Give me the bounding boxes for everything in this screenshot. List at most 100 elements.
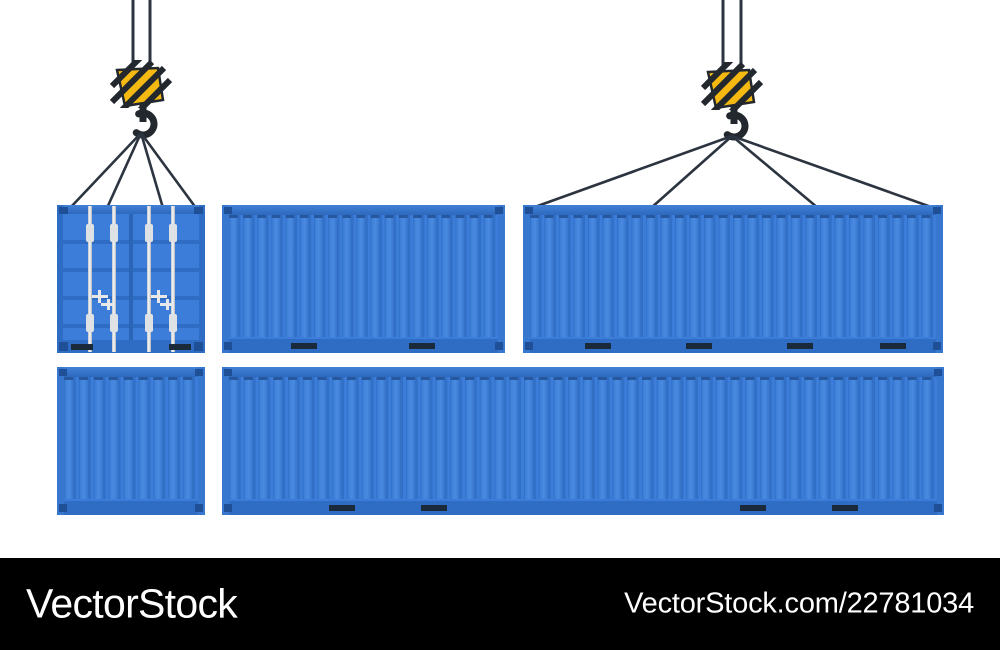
rib-groove xyxy=(799,215,803,337)
rib-face xyxy=(455,215,465,337)
rib-top-shadow xyxy=(878,377,888,380)
rib-top-shadow xyxy=(774,377,784,380)
rib-top-shadow xyxy=(791,215,800,218)
rib-groove xyxy=(192,377,196,499)
rib-groove xyxy=(636,377,640,499)
rib-face xyxy=(597,377,607,499)
rib-groove xyxy=(553,215,557,337)
rib-top-shadow xyxy=(656,377,666,380)
rib-groove xyxy=(280,215,283,337)
rib-groove xyxy=(813,377,817,499)
rib-top-shadow xyxy=(760,377,770,380)
container-right-post xyxy=(199,205,205,353)
rib-face xyxy=(791,215,800,337)
rib-face xyxy=(878,377,888,499)
rib-face xyxy=(342,215,352,337)
container-right-post xyxy=(937,367,944,515)
rib-groove xyxy=(533,377,536,499)
rib-face xyxy=(347,377,357,499)
rib-face xyxy=(921,215,931,337)
rib-groove xyxy=(596,215,600,337)
rib-top-shadow xyxy=(597,377,607,380)
rib-face xyxy=(229,215,238,337)
rib-groove xyxy=(724,377,728,499)
rib-top-shadow xyxy=(427,215,436,218)
rib-top-shadow xyxy=(588,215,597,218)
rib-top-shadow xyxy=(288,377,298,380)
rib-top-shadow xyxy=(450,377,460,380)
rib-groove xyxy=(266,215,269,337)
rib-groove xyxy=(478,215,482,337)
watermark-url-text: VectorStock.com/22781034 xyxy=(624,587,974,620)
rib-groove xyxy=(370,377,374,499)
rib-top-shadow xyxy=(776,215,786,218)
rib-groove xyxy=(294,215,297,337)
artboard xyxy=(57,0,944,515)
rib-face xyxy=(384,215,394,337)
rib-groove xyxy=(518,377,522,499)
container-top-rail xyxy=(57,367,205,377)
rib-face xyxy=(789,377,799,499)
crane-left xyxy=(69,0,198,209)
rib-groove xyxy=(400,377,404,499)
rib-face xyxy=(64,377,74,499)
corner-fittings xyxy=(59,369,203,512)
door-handles[interactable] xyxy=(92,290,174,310)
container-left-post xyxy=(222,367,229,515)
rib-top-shadow xyxy=(229,215,238,218)
corrugation-ribs xyxy=(64,377,196,499)
rib-face xyxy=(863,215,873,337)
rib-top-shadow xyxy=(660,215,670,218)
rib-groove xyxy=(654,215,658,337)
rib-groove xyxy=(421,215,425,337)
rib-top-shadow xyxy=(183,377,193,380)
rib-top-shadow xyxy=(347,377,357,380)
rib-face xyxy=(153,377,163,499)
container-side-40ft-top[interactable] xyxy=(523,205,943,353)
rib-face xyxy=(257,215,267,337)
rib-face xyxy=(776,215,786,337)
rib-groove xyxy=(385,377,389,499)
container-left-post xyxy=(222,205,229,353)
container-right-post xyxy=(198,367,205,515)
hook-curve-left xyxy=(128,109,158,139)
rib-top-shadow xyxy=(892,377,902,380)
rib-face xyxy=(863,377,873,499)
rib-top-shadow xyxy=(435,377,445,380)
rib-face xyxy=(660,215,670,337)
rib-face xyxy=(332,377,342,499)
container-side-20ft-bottom[interactable] xyxy=(57,367,205,515)
container-side-45ft-bottom[interactable] xyxy=(222,367,944,515)
container-door-end-20ft[interactable] xyxy=(57,205,205,353)
rib-top-shadow xyxy=(361,377,371,380)
rib-face xyxy=(93,377,104,499)
rib-top-shadow xyxy=(631,215,641,218)
rib-top-shadow xyxy=(93,377,104,380)
rib-face xyxy=(686,377,696,499)
rib-face xyxy=(907,215,916,337)
container-left-post xyxy=(523,205,530,353)
rib-top-shadow xyxy=(384,215,394,218)
rib-face xyxy=(848,377,858,499)
rib-face xyxy=(229,377,239,499)
rib-groove xyxy=(326,377,330,499)
rib-groove xyxy=(464,215,467,337)
rib-groove xyxy=(444,377,448,499)
rib-face xyxy=(524,377,534,499)
rib-top-shadow xyxy=(907,215,916,218)
rib-top-shadow xyxy=(863,377,873,380)
rib-top-shadow xyxy=(730,377,740,380)
rib-face xyxy=(376,377,386,499)
container-side-20ft-top[interactable] xyxy=(222,205,505,353)
rib-groove xyxy=(582,215,586,337)
rib-face xyxy=(675,215,684,337)
rib-top-shadow xyxy=(559,215,568,218)
rib-face xyxy=(413,215,422,337)
container-top-rail xyxy=(523,205,943,215)
rib-face xyxy=(820,215,829,337)
rib-face xyxy=(285,215,295,337)
rib-top-shadow xyxy=(273,377,283,380)
rib-groove xyxy=(407,215,411,337)
rib-groove xyxy=(857,377,861,499)
